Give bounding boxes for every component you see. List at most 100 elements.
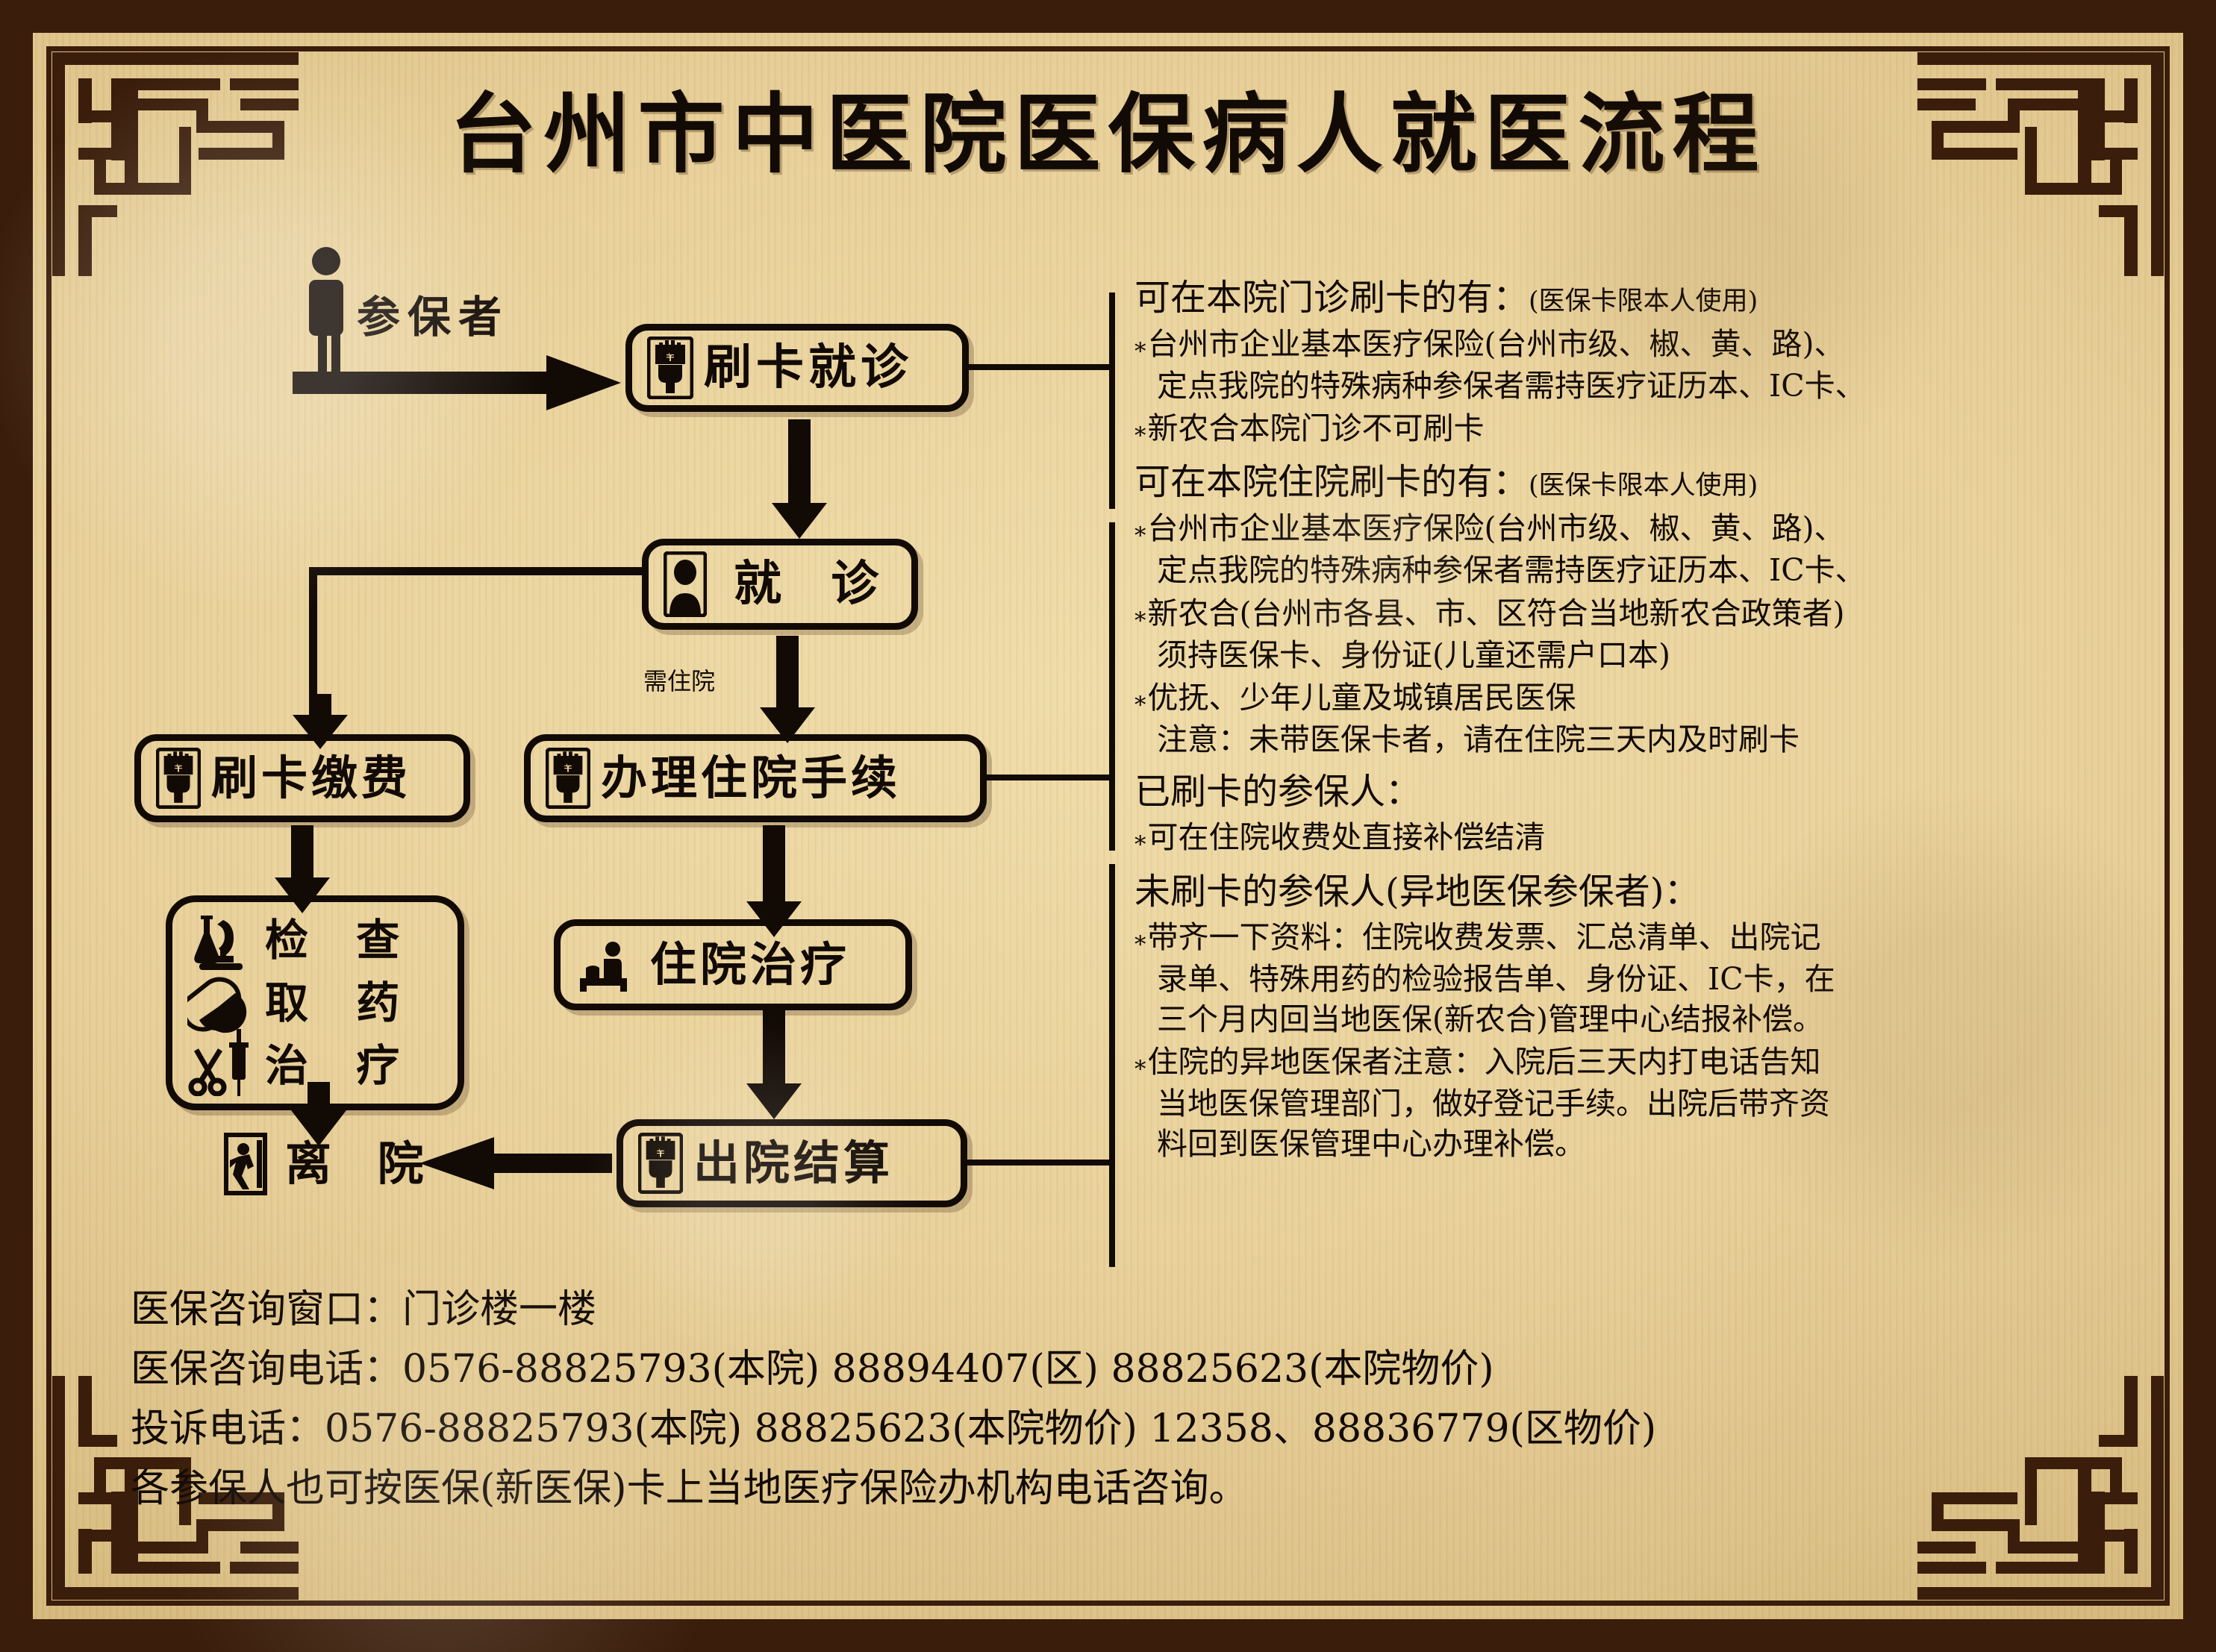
- section4-item-2-line2: 当地医保管理部门，做好登记手续。出院后带齐资: [1157, 1086, 1830, 1122]
- section2-item-1-line2: 定点我院的特殊病种参保者需持医疗证历本、IC卡、: [1157, 552, 1866, 589]
- branch-line-horizontal: [309, 567, 645, 575]
- hand-card-reader-icon: ¥: [546, 748, 590, 809]
- section1-item-2: *新农合本院门诊不可刷卡: [1134, 409, 2127, 451]
- section-outpatient-swipe: 可在本院门诊刷卡的有：(医保卡限本人使用) *台州市企业基本医疗保险(台州市级、…: [1134, 276, 2127, 451]
- bullet-star-icon: *: [1134, 692, 1146, 719]
- section1-item-2-line1: 新农合本院门诊不可刷卡: [1147, 410, 1485, 447]
- node-discharge-settlement-label: 出院结算: [693, 1136, 894, 1191]
- node-swipe-card-visit[interactable]: ¥ 刷卡就诊: [625, 324, 969, 412]
- doctor-portrait-icon: [664, 551, 707, 617]
- section2-item-1-line1: 台州市企业基本医疗保险(台州市级、椒、黄、路)、: [1147, 510, 1845, 546]
- node-consultation[interactable]: 就 诊: [642, 539, 918, 630]
- node-leave-hospital[interactable]: 离 院: [224, 1125, 455, 1203]
- arrow-to-swipe-pay: [293, 694, 348, 749]
- section-not-swiped: 未刷卡的参保人(异地医保参保者)： *带齐一下资料：住院收费发票、汇总清单、出院…: [1134, 870, 2127, 1164]
- exam-line-3: 治 疗: [265, 1040, 416, 1092]
- bullet-star-icon: *: [1134, 931, 1146, 959]
- arrow-person-to-swipe-visit: [293, 355, 621, 410]
- microscope-pill-syringe-icon: [187, 910, 252, 1096]
- section1-item-1-line2: 定点我院的特殊病种参保者需持医疗证历本、IC卡、: [1157, 367, 1866, 404]
- node-exam-medicine-treatment-label: 检 查 取 药 治 疗: [265, 909, 416, 1097]
- section2-item-3-line1: 优抚、少年儿童及城镇居民医保: [1147, 680, 1576, 716]
- section3-item-1-line1: 可在住院收费处直接补偿结清: [1147, 819, 1546, 856]
- node-admission-procedures-label: 办理住院手续: [601, 751, 902, 806]
- section2-item-3-line2: 注意：未带医保卡者，请在住院三天内及时刷卡: [1157, 722, 1800, 758]
- footer-line-local-insurance-note: 各参保人也可按医保(新医保)卡上当地医疗保险办机构电话咨询。: [131, 1466, 1248, 1512]
- flowchart: 参保者 ¥: [0, 0, 1112, 1268]
- node-admission-procedures[interactable]: ¥ 办理住院手续: [524, 734, 987, 822]
- section1-heading: 可在本院门诊刷卡的有：(医保卡限本人使用): [1134, 276, 2127, 320]
- section3-item-1: *可在住院收费处直接补偿结清: [1134, 818, 2127, 860]
- connector-swipe-visit-to-divider: [969, 364, 1112, 370]
- section3-heading-text: 已刷卡的参保人：: [1134, 770, 1422, 813]
- standing-person-icon: [299, 246, 354, 384]
- connector-settlement-to-divider: [967, 1160, 1112, 1166]
- node-consultation-label: 就 诊: [734, 556, 896, 613]
- person-label: 参保者: [357, 292, 510, 342]
- divider-segment-2: [1109, 522, 1115, 851]
- footer-contact-block: 医保咨询窗口：门诊楼一楼 医保咨询电话：0576-88825793(本院) 88…: [131, 1280, 2146, 1518]
- arrow-payment-to-exam: [275, 825, 330, 913]
- arrow-exam-to-leave: [291, 1082, 346, 1146]
- section4-item-2-line1: 住院的异地医保者注意：入院后三天内打电话告知: [1147, 1044, 1821, 1080]
- section1-item-1: *台州市企业基本医疗保险(台州市级、椒、黄、路)、 定点我院的特殊病种参保者需持…: [1134, 325, 2127, 407]
- section2-item-1: *台州市企业基本医疗保险(台州市级、椒、黄、路)、 定点我院的特殊病种参保者需持…: [1134, 509, 2127, 591]
- section2-heading: 可在本院住院刷卡的有：(医保卡限本人使用): [1134, 460, 2127, 504]
- node-leave-hospital-label: 离 院: [285, 1136, 439, 1192]
- section4-item-1-line3: 三个月内回当地医保(新农合)管理中心结报补偿。: [1157, 1001, 1823, 1037]
- arrow-settlement-to-leave: [419, 1137, 612, 1189]
- section2-item-3: *优抚、少年儿童及城镇居民医保 注意：未带医保卡者，请在住院三天内及时刷卡: [1134, 678, 2127, 760]
- hand-card-reader-icon: ¥: [638, 1133, 683, 1194]
- arrow-consult-to-admission: [760, 636, 815, 743]
- section4-item-1: *带齐一下资料：住院收费发票、汇总清单、出院记 录单、特殊用药的检验报告单、身份…: [1134, 918, 2127, 1039]
- branch-line-vertical: [309, 567, 317, 709]
- section1-heading-note: (医保卡限本人使用): [1529, 287, 1758, 316]
- footer-line-consult-phone: 医保咨询电话：0576-88825793(本院) 88894407(区) 888…: [131, 1347, 1494, 1392]
- section4-item-1-line1: 带齐一下资料：住院收费发票、汇总清单、出院记: [1147, 919, 1821, 956]
- section2-heading-note: (医保卡限本人使用): [1529, 471, 1758, 501]
- exam-line-2: 取 药: [265, 977, 416, 1028]
- section2-heading-text: 可在本院住院刷卡的有：: [1134, 461, 1529, 504]
- section2-item-2: *新农合(台州市各县、市、区符合当地新农合政策者) 须持医保卡、身份证(儿童还需…: [1134, 594, 2127, 676]
- hospital-bed-icon: [575, 938, 640, 992]
- node-inpatient-treatment[interactable]: 住院治疗: [554, 919, 912, 1010]
- hand-card-reader-icon: ¥: [647, 337, 693, 399]
- exam-line-1: 检 查: [265, 914, 416, 966]
- section1-item-1-line1: 台州市企业基本医疗保险(台州市级、椒、黄、路)、: [1147, 325, 1845, 362]
- bullet-star-icon: *: [1134, 1056, 1146, 1083]
- section-inpatient-swipe: 可在本院住院刷卡的有：(医保卡限本人使用) *台州市企业基本医疗保险(台州市级、…: [1134, 460, 2127, 760]
- divider-segment-3: [1109, 864, 1115, 1267]
- bullet-star-icon: *: [1134, 422, 1146, 450]
- section4-item-2: *住院的异地医保者注意：入院后三天内打电话告知 当地医保管理部门，做好登记手续。…: [1134, 1042, 2127, 1164]
- exit-running-person-icon: [224, 1133, 267, 1195]
- node-exam-medicine-treatment[interactable]: 检 查 取 药 治 疗: [166, 895, 464, 1110]
- branch-label-needs-admission: 需住院: [643, 667, 716, 695]
- arrow-inpatient-to-settlement: [746, 1010, 802, 1119]
- hand-card-reader-icon: ¥: [156, 748, 201, 809]
- bullet-star-icon: *: [1134, 337, 1146, 365]
- arrow-swipe-to-consult: [772, 419, 827, 539]
- node-inpatient-treatment-label: 住院治疗: [650, 937, 851, 992]
- divider-segment-1: [1109, 292, 1115, 509]
- node-swipe-card-payment[interactable]: ¥ 刷卡缴费: [134, 734, 470, 822]
- page-title: 台州市中医院医保病人就医流程: [449, 84, 1767, 185]
- node-discharge-settlement[interactable]: ¥ 出院结算: [617, 1119, 967, 1207]
- section1-heading-text: 可在本院门诊刷卡的有：: [1134, 277, 1529, 319]
- node-swipe-card-payment-label: 刷卡缴费: [211, 751, 412, 806]
- section4-item-2-line3: 料回到医保管理中心办理补偿。: [1157, 1125, 1585, 1162]
- node-swipe-card-visit-label: 刷卡就诊: [704, 340, 913, 396]
- section4-heading-text: 未刷卡的参保人(异地医保参保者)：: [1134, 870, 1700, 913]
- section-already-swiped: 已刷卡的参保人： *可在住院收费处直接补偿结清: [1134, 770, 2127, 860]
- section4-item-1-line2: 录单、特殊用药的检验报告单、身份证、IC卡，在: [1157, 961, 1835, 998]
- bullet-star-icon: *: [1134, 522, 1146, 549]
- arrow-admission-to-inpatient: [746, 825, 802, 937]
- section2-item-2-line2: 须持医保卡、身份证(儿童还需户口本): [1157, 636, 1670, 673]
- footer-line-consult-window: 医保咨询窗口：门诊楼一楼: [131, 1287, 597, 1332]
- section3-heading: 已刷卡的参保人：: [1134, 770, 2127, 814]
- bullet-star-icon: *: [1134, 831, 1146, 859]
- right-information-panel: 可在本院门诊刷卡的有：(医保卡限本人使用) *台州市企业基本医疗保险(台州市级、…: [1134, 276, 2127, 1174]
- section2-item-2-line1: 新农合(台州市各县、市、区符合当地新农合政策者): [1147, 595, 1845, 631]
- bullet-star-icon: *: [1134, 607, 1146, 634]
- connector-admission-to-divider: [987, 775, 1112, 780]
